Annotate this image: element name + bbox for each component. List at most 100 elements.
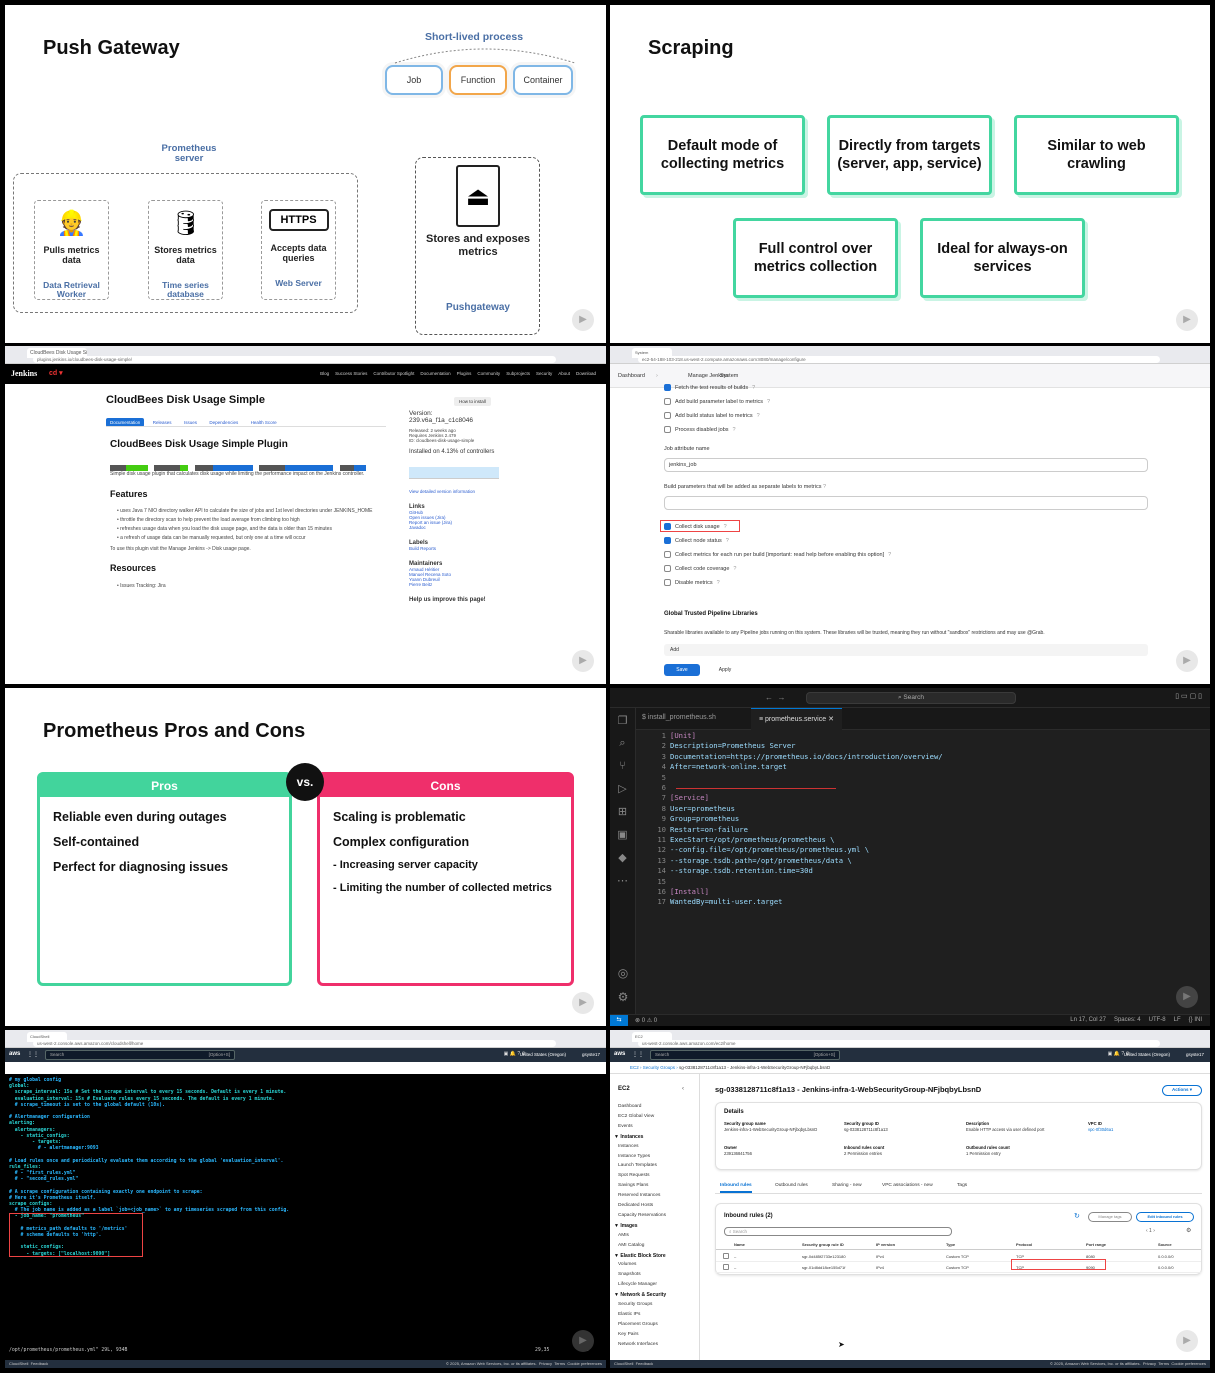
address-bar[interactable]: us-west-2.console.aws.amazon.com/cloudsh… [33,1040,556,1047]
help-icon[interactable]: ? [733,565,737,572]
sidebar-item[interactable]: AMIs [618,1232,629,1238]
column-header[interactable]: Port range [1086,1242,1107,1247]
column-header[interactable]: Protocol [1016,1242,1033,1247]
play-icon[interactable]: ▶ [572,1330,594,1352]
region-selector[interactable]: United States (Oregon) [519,1052,566,1057]
tab-vpc-associations[interactable]: VPC associations - new [882,1183,933,1188]
crumb-dashboard[interactable]: Dashboard [618,373,645,379]
cloudshell-link[interactable]: CloudShell [614,1361,634,1366]
sidebar-item[interactable]: Capacity Reservations [618,1212,666,1218]
checkbox-row[interactable]: Collect disk usage? [664,523,727,530]
sidebar-item[interactable]: Key Pairs [618,1331,639,1337]
apply-button[interactable]: Apply [718,667,732,673]
checkbox-unchecked[interactable] [664,551,671,558]
play-icon[interactable]: ▶ [572,309,594,331]
search-icon[interactable]: ⌕ [619,737,626,749]
code-line[interactable]: --storage.tsdb.path=/opt/prometheus/data… [670,855,852,865]
version-info-link[interactable]: View detailed version information [409,489,475,494]
run-debug-icon[interactable]: ▷ [618,783,627,795]
nav-link[interactable]: Documentation [420,371,451,376]
nav-arrows[interactable]: ← → [765,693,786,702]
sidebar-item[interactable]: Placement Groups [618,1321,658,1327]
feedback-link[interactable]: Feedback [30,1361,49,1366]
checkbox-unchecked[interactable] [664,579,671,586]
sidebar-item[interactable]: Instances [618,1143,639,1149]
column-header[interactable]: Security group rule ID [802,1242,844,1247]
column-header[interactable]: Type [946,1242,956,1247]
user-menu[interactable]: gsyste17 [581,1052,600,1057]
help-icon[interactable]: ? [767,398,771,405]
checkbox-row[interactable]: Add build parameter label to metrics? [664,398,770,405]
tab-outbound[interactable]: Outbound rules [775,1183,808,1188]
remote-icon[interactable]: ▣ [617,829,628,841]
sidebar-item[interactable]: Savings Plans [618,1183,649,1189]
save-button[interactable]: Save [664,664,700,676]
extensions-icon[interactable]: ⊞ [617,806,628,818]
help-icon[interactable]: ? [756,412,760,419]
sidebar-item[interactable]: Security Groups [618,1302,653,1307]
link-javadoc[interactable]: Javadoc [409,525,426,530]
checkbox-row[interactable]: Fetch the test results of builds? [664,384,755,391]
collapse-icon[interactable]: ‹ [682,1086,684,1092]
address-bar[interactable]: ec2-54-188-103-218.us-west-2.compute.ama… [638,356,1160,363]
code-line[interactable]: [Service] [670,793,709,803]
code-line[interactable]: --storage.tsdb.retention.time=30d [670,866,813,876]
maintainer[interactable]: Pierre Beitz [409,582,433,587]
help-icon[interactable]: ? [723,523,727,530]
checkbox-unchecked[interactable] [664,565,671,572]
problems-status[interactable]: ⊗ 0 ⚠ 0 [635,1018,658,1024]
jenkins-logo[interactable]: Jenkins [11,369,38,378]
checkbox-row[interactable]: Collect code coverage? [664,565,736,572]
tab-prometheus-service[interactable]: ≡ prometheus.service ✕ [751,708,842,730]
job-attr-input[interactable]: jenkins_job [664,458,1148,472]
how-to-install-button[interactable]: How to install [454,397,491,406]
build-params-input[interactable] [664,496,1148,510]
aws-search-input[interactable]: Search[Option+S] [650,1050,840,1060]
remote-status-icon[interactable]: ⇆ [610,1015,628,1026]
row-checkbox[interactable] [723,1253,729,1259]
play-icon[interactable]: ▶ [572,992,594,1014]
checkbox-unchecked[interactable] [664,426,671,433]
header-icons[interactable]: ▣ 🔔 ? ⚙ [1107,1051,1130,1057]
sidebar-item[interactable]: EC2 Global View [618,1113,655,1119]
checkbox-checked[interactable] [664,523,671,530]
crumb-security-groups[interactable]: Security Groups [642,1065,676,1070]
tab-documentation[interactable]: Documentation [106,418,145,427]
tab-health-score[interactable]: Health Score [250,420,277,425]
help-icon[interactable]: ? [716,579,720,586]
sidebar-section[interactable]: ▼ Instances [614,1133,644,1140]
code-line[interactable]: Description=Prometheus Server [670,741,796,751]
tab-releases[interactable]: Releases [152,420,172,425]
status-item[interactable]: Ln 17, Col 27 [1070,1017,1106,1023]
code-line[interactable]: User=prometheus [670,803,735,813]
tab-install-script[interactable]: $ install_prometheus.sh [642,714,716,721]
address-bar[interactable]: plugins.jenkins.io/cloudbees-disk-usage-… [33,356,556,363]
manage-tags-button[interactable]: Manage tags [1088,1212,1132,1222]
add-button[interactable]: Add [664,644,1148,656]
aws-logo[interactable]: aws [614,1051,626,1057]
sidebar-section[interactable]: ▼ Network & Security [614,1292,667,1299]
browser-tab[interactable]: CloudShell [27,1032,67,1042]
sidebar-item[interactable]: Dashboard [618,1104,642,1109]
checkbox-checked[interactable] [664,384,671,391]
aws-logo[interactable]: aws [9,1051,21,1057]
column-header[interactable]: Name [734,1242,745,1247]
maintainer[interactable]: Arnaud Héritier [409,567,440,572]
source-control-icon[interactable]: ⑂ [619,760,626,772]
nav-link[interactable]: Plugins [456,371,472,376]
checkbox-row[interactable]: Collect node status? [664,537,729,544]
gear-icon[interactable]: ⚙ [1186,1228,1192,1234]
link-report-issue[interactable]: Report an issue (Jira) [409,520,453,525]
address-bar[interactable]: us-west-2.console.aws.amazon.com/ec2/hom… [638,1040,1160,1047]
column-header[interactable]: IP version [876,1242,896,1247]
user-menu[interactable]: gsyste17 [1185,1052,1204,1057]
resources-item[interactable]: • Issues Tracking: Jira [117,583,166,589]
sidebar-item[interactable]: AMI Catalog [618,1242,645,1248]
sidebar-item[interactable]: Volumes [618,1262,637,1268]
code-line[interactable]: [Unit] [670,731,696,740]
aws-search-input[interactable]: Search[Option+S] [45,1050,235,1060]
checkbox-row[interactable]: Add build status label to metrics? [664,412,760,419]
play-icon[interactable]: ▶ [1176,309,1198,331]
nav-link[interactable]: About [558,371,570,376]
browser-tab[interactable]: EC2 [632,1032,672,1042]
